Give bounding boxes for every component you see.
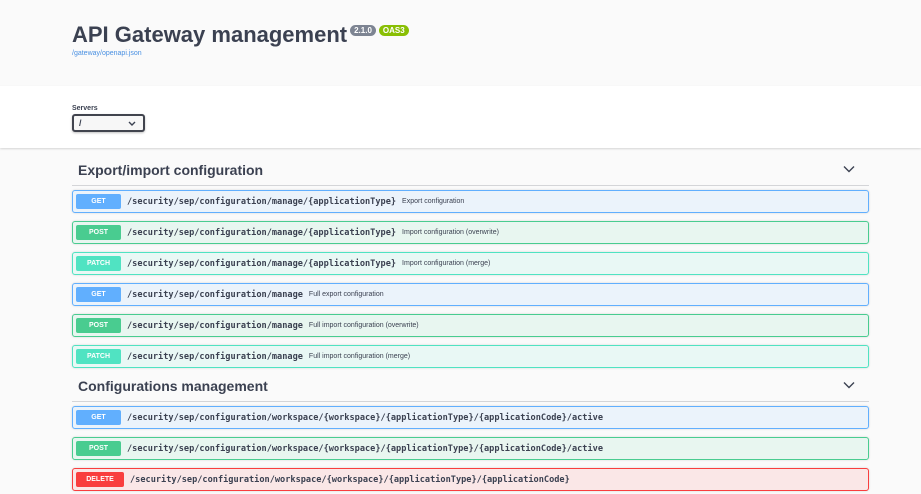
operation-path: /security/sep/configuration/manage	[127, 351, 303, 362]
method-badge: POST	[76, 225, 121, 240]
operation-path: /security/sep/configuration/manage	[127, 320, 303, 331]
chevron-down-icon[interactable]	[843, 162, 855, 174]
operation-path: /security/sep/configuration/workspace/{w…	[130, 474, 570, 485]
operation-patch-full-import[interactable]: PATCH /security/sep/configuration/manage…	[72, 345, 869, 368]
method-badge: POST	[76, 441, 121, 456]
version-badge: 2.1.0	[350, 25, 376, 36]
operation-post-active-config[interactable]: POST /security/sep/configuration/workspa…	[72, 437, 869, 460]
operation-post-import-config[interactable]: POST /security/sep/configuration/manage/…	[72, 221, 869, 244]
section-header-export-import[interactable]: Export/import configuration	[72, 158, 869, 186]
method-badge: GET	[76, 194, 121, 209]
operation-patch-import-config[interactable]: PATCH /security/sep/configuration/manage…	[72, 252, 869, 275]
api-info-header: API Gateway management 2.1.0 OAS3 /gatew…	[0, 0, 921, 86]
operation-summary: Full import configuration (merge)	[308, 353, 411, 360]
section-title: Configurations management	[78, 378, 268, 394]
operation-path: /security/sep/configuration/manage/{appl…	[127, 196, 397, 207]
operation-summary: Export configuration	[402, 198, 465, 205]
chevron-down-icon[interactable]	[843, 378, 855, 390]
operation-summary: Full import configuration (overwrite)	[308, 322, 419, 329]
operation-post-full-import[interactable]: POST /security/sep/configuration/manage …	[72, 314, 869, 337]
page-title: API Gateway management 2.1.0 OAS3	[72, 22, 409, 48]
operation-path: /security/sep/configuration/manage/{appl…	[127, 258, 397, 269]
method-badge: GET	[76, 287, 121, 302]
method-badge: PATCH	[76, 349, 121, 364]
method-badge: DELETE	[76, 472, 124, 487]
servers-container: Servers /	[0, 86, 921, 148]
operation-get-full-export[interactable]: GET /security/sep/configuration/manage F…	[72, 283, 869, 306]
operation-delete-config[interactable]: DELETE /security/sep/configuration/works…	[72, 468, 869, 491]
method-badge: PATCH	[76, 256, 121, 271]
operation-path: /security/sep/configuration/manage	[127, 289, 303, 300]
chevron-down-icon	[128, 116, 136, 134]
method-badge: POST	[76, 318, 121, 333]
operation-summary: Import configuration (overwrite)	[402, 229, 499, 236]
operation-get-active-config[interactable]: GET /security/sep/configuration/workspac…	[72, 406, 869, 429]
servers-selected-value: /	[79, 118, 82, 128]
operation-summary: Import configuration (merge)	[402, 260, 491, 267]
operation-path: /security/sep/configuration/workspace/{w…	[127, 412, 603, 423]
servers-label: Servers	[72, 105, 98, 112]
operation-path: /security/sep/configuration/manage/{appl…	[127, 227, 397, 238]
operation-get-export-config[interactable]: GET /security/sep/configuration/manage/{…	[72, 190, 869, 213]
oas-badge: OAS3	[378, 25, 409, 36]
api-title: API Gateway management	[72, 22, 348, 47]
operation-summary: Full export configuration	[308, 291, 384, 298]
servers-select[interactable]: /	[72, 114, 145, 132]
method-badge: GET	[76, 410, 121, 425]
openapi-spec-link[interactable]: /gateway/openapi.json	[72, 50, 142, 57]
section-header-configurations-management[interactable]: Configurations management	[72, 374, 869, 402]
operation-path: /security/sep/configuration/workspace/{w…	[127, 443, 603, 454]
section-title: Export/import configuration	[78, 162, 264, 178]
